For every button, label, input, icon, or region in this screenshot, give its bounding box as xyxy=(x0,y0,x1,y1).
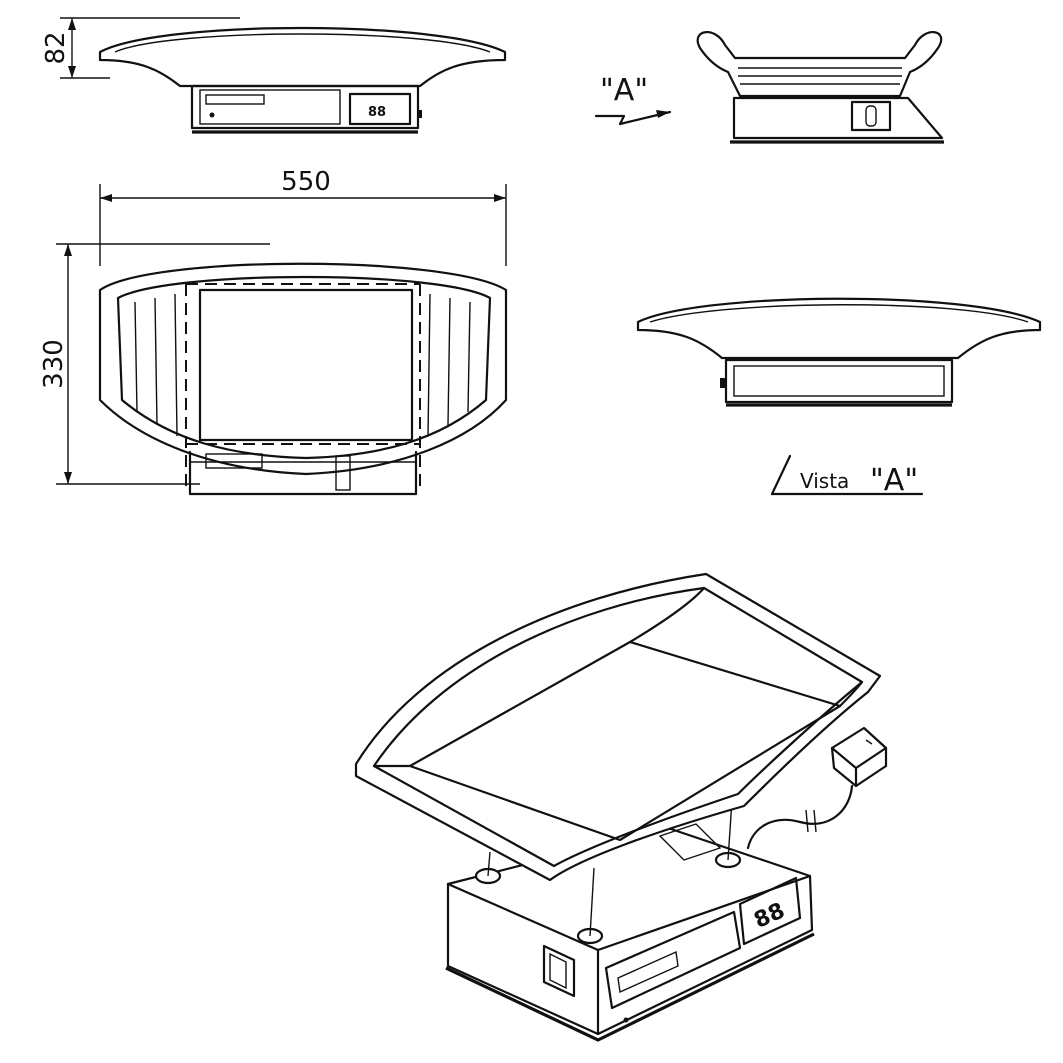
tray-rim xyxy=(98,262,508,476)
iso-tray-rim xyxy=(354,572,882,882)
view-caption: Vista "A" xyxy=(770,454,924,498)
depth-dimension-label: 330 xyxy=(39,339,69,389)
top-plan-view: 550 330 xyxy=(39,167,508,496)
height-dimension: 82 xyxy=(41,17,240,79)
depth-dimension: 330 xyxy=(39,243,270,485)
height-dimension-label: 82 xyxy=(41,31,71,64)
tray-profile xyxy=(98,26,507,88)
tray-rear-profile xyxy=(636,297,1042,360)
isometric-view: 88 xyxy=(354,572,888,1042)
view-marker-label: "A" xyxy=(600,73,648,108)
tray-side-profile xyxy=(696,31,943,98)
iso-power-adapter xyxy=(830,726,888,788)
view-direction-marker: "A" xyxy=(594,73,672,126)
side-base xyxy=(732,96,944,140)
iso-base xyxy=(446,826,814,1036)
iso-lcd-window xyxy=(617,950,679,994)
iso-display-panel xyxy=(738,876,802,946)
front-elevation-view: 82 88 xyxy=(41,17,507,134)
tray-basin xyxy=(116,275,492,460)
hidden-base-outline xyxy=(185,283,421,490)
rear-elevation-view xyxy=(636,297,1042,407)
view-caption-prefix: Vista xyxy=(800,469,849,493)
iso-front-panel xyxy=(604,910,742,1010)
tray-ribs xyxy=(134,293,471,437)
tray-floor xyxy=(198,288,414,442)
iso-power-cable xyxy=(746,784,854,850)
iso-handle-slot xyxy=(542,944,576,998)
base-front-outline xyxy=(188,450,418,496)
scale-base xyxy=(190,84,420,130)
power-socket xyxy=(850,100,892,132)
display-digits: 88 xyxy=(368,105,386,120)
width-dimension: 550 xyxy=(99,167,507,266)
side-elevation-view xyxy=(696,31,944,144)
display-panel xyxy=(348,92,412,126)
width-dimension-label: 550 xyxy=(281,167,331,197)
lcd-window xyxy=(205,94,265,105)
view-caption-label: "A" xyxy=(870,463,918,498)
